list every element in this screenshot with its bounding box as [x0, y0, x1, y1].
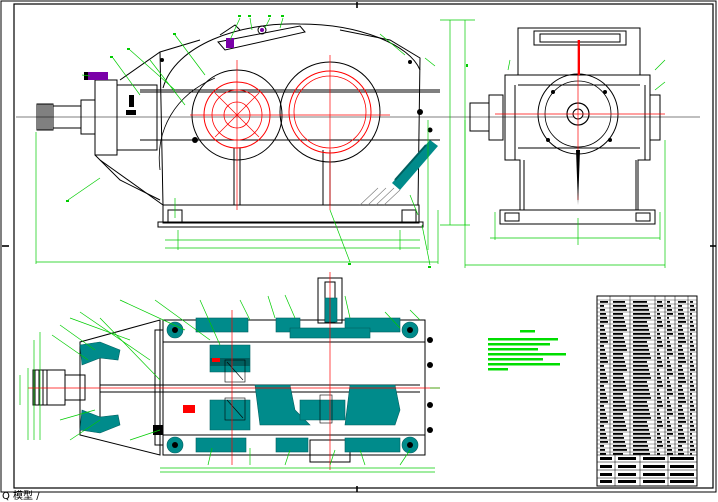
parts-list-rows [597, 299, 697, 453]
status-bar-text: Q 模型 / [2, 491, 40, 502]
side-elevation-view [464, 27, 666, 268]
technical-requirements-note [488, 330, 566, 371]
front-elevation-view [35, 15, 475, 268]
parts-list-text [600, 301, 695, 483]
frame-center-marks [2, 2, 716, 492]
title-block [596, 295, 698, 487]
plan-section-view [19, 272, 440, 473]
